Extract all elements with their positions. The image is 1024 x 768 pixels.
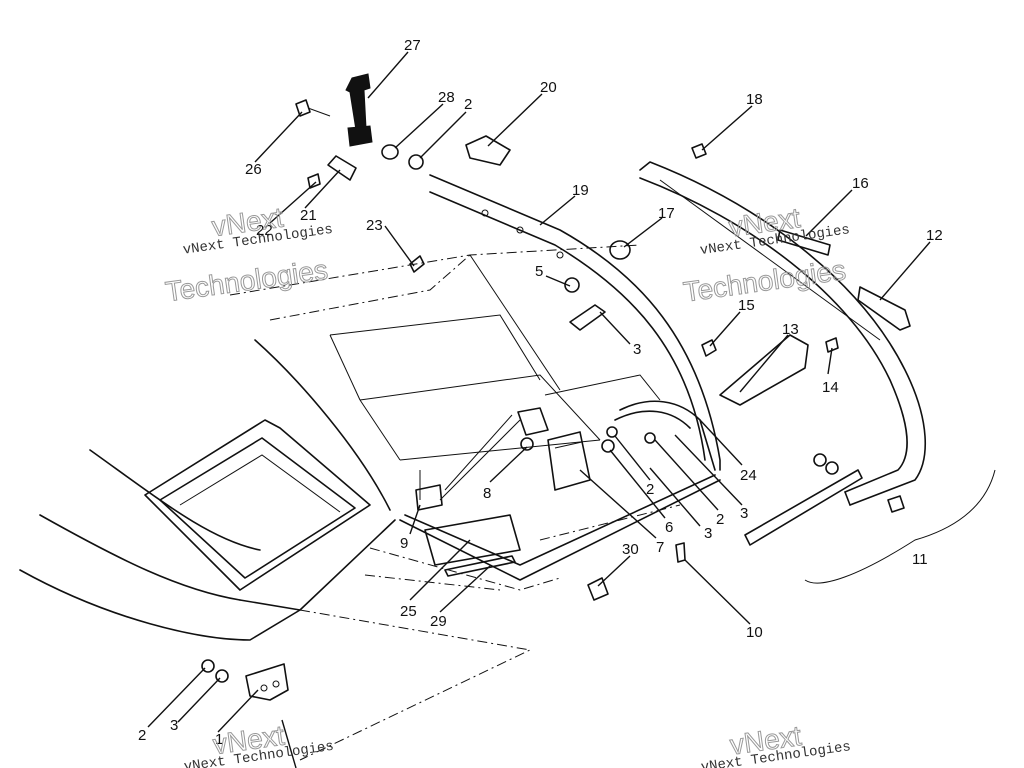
watermark-sub: Technologies	[163, 254, 329, 307]
callout-2b: 2	[646, 481, 654, 498]
callout-29: 29	[430, 613, 447, 630]
callout-28: 28	[438, 89, 455, 106]
callout-12: 12	[926, 227, 943, 244]
leader-lines	[147, 51, 931, 768]
callout-13: 13	[782, 321, 799, 338]
callout-1: 1	[215, 731, 223, 748]
callout-11: 11	[912, 551, 928, 568]
callout-6: 6	[665, 519, 673, 536]
callout-3d: 3	[170, 717, 178, 734]
callout-3a: 3	[633, 341, 641, 358]
callout-19: 19	[572, 182, 589, 199]
callout-18: 18	[746, 91, 763, 108]
callout-10: 10	[746, 624, 763, 641]
callout-22: 22	[256, 222, 273, 239]
watermark-bottom-left: vNext vNext Technologies	[183, 719, 335, 768]
watermark-bottom-right: vNext vNext Technologies	[700, 720, 852, 768]
callout-8: 8	[483, 485, 491, 502]
callout-23: 23	[366, 217, 383, 234]
callout-2d: 2	[138, 727, 146, 744]
callout-27: 27	[404, 37, 421, 54]
callout-15: 15	[738, 297, 755, 314]
callout-20: 20	[540, 79, 557, 96]
callout-7: 7	[656, 539, 664, 556]
callout-24: 24	[740, 467, 757, 484]
callout-5: 5	[535, 263, 543, 280]
callout-9: 9	[400, 535, 408, 552]
callout-26: 26	[245, 161, 262, 178]
callout-30: 30	[622, 541, 639, 558]
callout-21: 21	[300, 207, 317, 224]
callout-3b: 3	[740, 505, 748, 522]
hood-shell	[19, 339, 396, 641]
bumper-rail	[614, 161, 996, 584]
callout-17: 17	[658, 205, 675, 222]
callout-3c: 3	[704, 525, 712, 542]
callout-labels: 27 28 2 20 18 26 16 19 17 21 22 23 12 5 …	[138, 37, 943, 748]
small-parts	[201, 73, 905, 761]
callout-25: 25	[400, 603, 417, 620]
callout-14: 14	[822, 379, 839, 396]
callout-2: 2	[464, 96, 472, 113]
callout-16: 16	[852, 175, 869, 192]
callout-2c: 2	[716, 511, 724, 528]
watermark-sub: Technologies	[681, 254, 847, 307]
